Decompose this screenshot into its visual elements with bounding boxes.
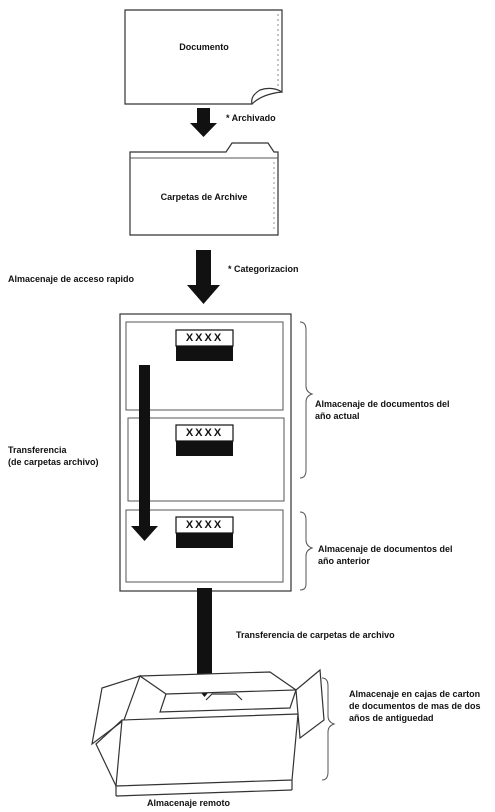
brace-cajas-icon <box>322 678 334 780</box>
actual-label: Almacenaje de documentos del año actual <box>315 398 450 422</box>
document-icon <box>125 10 282 104</box>
drawer-tag-text-1: XXXX <box>176 332 233 344</box>
remoto-label: Almacenaje remoto <box>147 797 230 809</box>
drawer-tag-text-2: XXXX <box>176 427 233 439</box>
folder-icon <box>130 143 278 235</box>
transferencia-label: Transferencia (de carpetas archivo) <box>8 444 99 468</box>
cardboard-box-icon <box>92 670 324 796</box>
brace-actual-icon <box>300 322 312 478</box>
anterior-label: Almacenaje de documentos del año anterio… <box>318 543 453 567</box>
archivado-label: * Archivado <box>226 112 276 124</box>
transferencia-carpetas-label: Transferencia de carpetas de archivo <box>236 629 395 641</box>
cajas-label: Almacenaje en cajas de carton de documen… <box>349 688 481 724</box>
categorizacion-label: * Categorizacion <box>228 263 299 275</box>
brace-anterior-icon <box>300 512 312 590</box>
arrow-down-icon <box>190 108 217 137</box>
arrow-down-icon <box>187 250 220 304</box>
drawer-tag-text-3: XXXX <box>176 519 233 531</box>
documento-label: Documento <box>150 41 258 53</box>
acceso-rapido-label: Almacenaje de acceso rapido <box>8 273 134 285</box>
carpetas-label: Carpetas de Archive <box>140 191 268 203</box>
